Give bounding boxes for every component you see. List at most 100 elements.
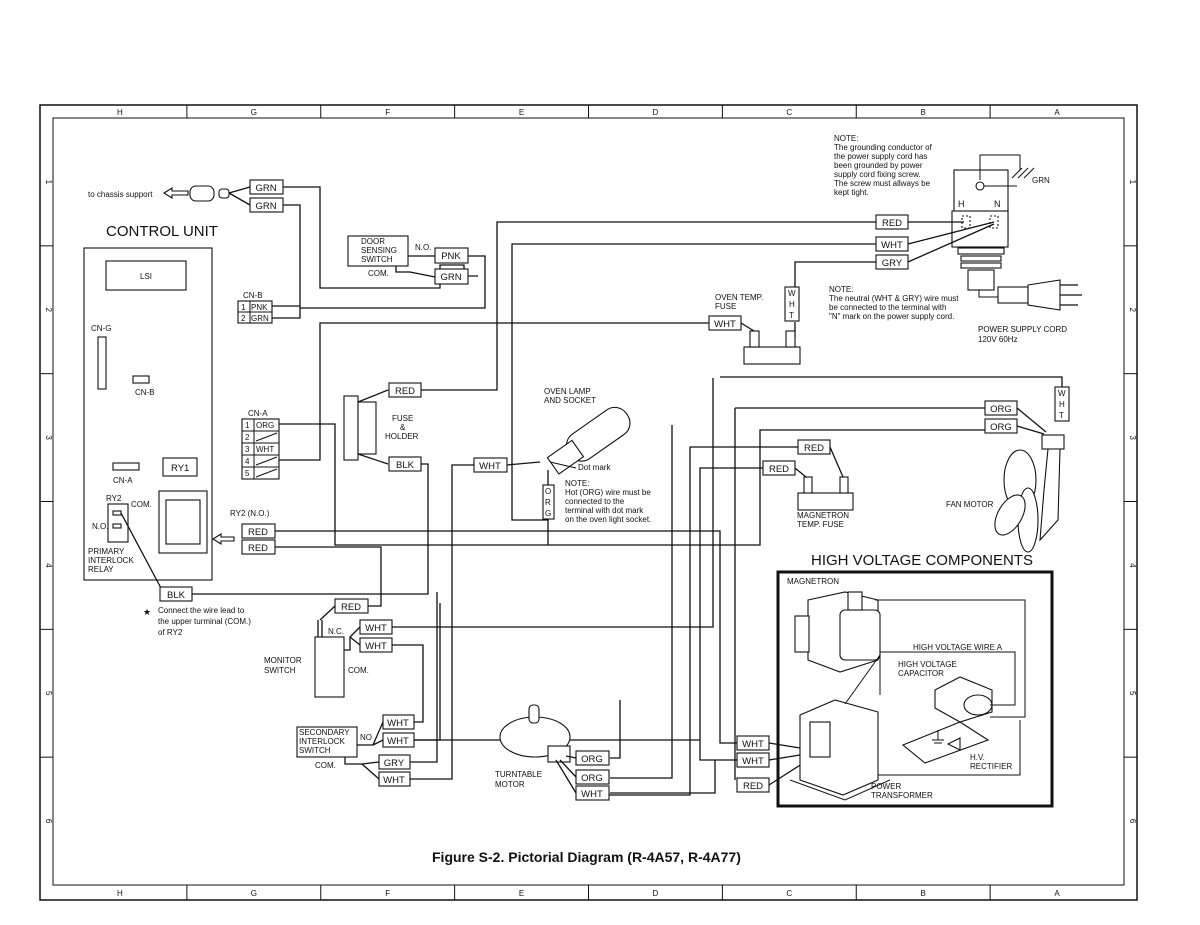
power-cord-label: POWER SUPPLY CORD xyxy=(978,325,1067,334)
rectifier-label: H.V. xyxy=(970,753,985,762)
arrow-left-icon xyxy=(211,533,235,545)
ry2-no-label: RY2 (N.O.) xyxy=(230,509,270,518)
capacitor-label: HIGH VOLTAGE xyxy=(898,660,957,669)
row-label: 1 xyxy=(1128,180,1137,185)
row-label: 5 xyxy=(44,691,53,696)
high-voltage-box xyxy=(776,570,1054,808)
door-sensing-switch: DOOR SENSING SWITCH N.O. COM. PNK GRN xyxy=(347,235,469,285)
control-unit: CONTROL UNIT LSI CN-G CN-B CN-A RY1 RY2 … xyxy=(83,223,218,591)
note-line: supply cord fixing screw. xyxy=(834,170,921,179)
note-line: connected to the xyxy=(565,497,625,506)
wire-label: WHT xyxy=(581,789,603,800)
blk-wire-tag: BLK xyxy=(159,586,193,602)
switch-label: MONITOR xyxy=(264,656,302,665)
column-label: H xyxy=(117,108,123,117)
wire-label: RED xyxy=(248,527,268,538)
cn-a-connector xyxy=(112,462,140,471)
row-label: 6 xyxy=(1128,819,1137,824)
column-label: G xyxy=(251,889,257,898)
rectifier-label: RECTIFIER xyxy=(970,762,1012,771)
switch-label: DOOR xyxy=(361,237,385,246)
column-label: B xyxy=(921,108,926,117)
wire-label: RED xyxy=(743,781,763,792)
wire-label: WHT xyxy=(365,623,387,634)
column-label: H xyxy=(117,889,123,898)
plug-icon xyxy=(1027,279,1061,311)
cn-a-terminal: CN-A 1 ORG 2 3 WHT 4 5 xyxy=(241,409,280,480)
ground-connector xyxy=(189,185,215,202)
lamp-label: OVEN LAMP xyxy=(544,387,591,396)
wire-label: GRY xyxy=(384,758,405,769)
fan-blade xyxy=(994,494,1026,536)
wire-label: PNK xyxy=(441,251,461,262)
cn-g-connector xyxy=(97,336,107,390)
nc-label: N.C. xyxy=(328,627,344,636)
note-line: of RY2 xyxy=(158,628,183,637)
column-label: F xyxy=(385,889,390,898)
switch-label: SENSING xyxy=(361,246,397,255)
turntable-label: MOTOR xyxy=(495,780,525,789)
wire-label: ORG xyxy=(581,754,603,765)
transformer-label: POWER xyxy=(871,782,901,791)
ry2-com-label: COM. xyxy=(131,500,152,509)
oven-lamp-socket: OVEN LAMP AND SOCKET Dot mark WHT O R G … xyxy=(473,387,651,545)
wire-label: RED xyxy=(248,543,268,554)
arrow-left-icon xyxy=(162,187,189,199)
pin-wire: WHT xyxy=(256,445,274,454)
primary-relay-label: INTERLOCK xyxy=(88,556,134,565)
primary-relay-label: RELAY xyxy=(88,565,114,574)
wire-letter: W xyxy=(788,289,796,298)
note-line: Hot (ORG) wire must be xyxy=(565,488,651,497)
wire-routing xyxy=(192,186,1063,796)
row-label: 4 xyxy=(1128,563,1137,568)
row-label: 4 xyxy=(44,563,53,568)
chassis-ground: to chassis support GRN GRN xyxy=(88,179,284,213)
magnetron-temp-fuse: RED RED MAGNETRON TEMP. FUSE xyxy=(762,439,854,529)
column-label: E xyxy=(519,108,524,117)
dot-mark-label: Dot mark xyxy=(578,463,611,472)
magnetron-label: MAGNETRON xyxy=(787,577,839,586)
wire-letter: T xyxy=(1059,411,1064,420)
power-cord-rating: 120V 60Hz xyxy=(978,335,1018,344)
ry2-label: RY2 xyxy=(106,494,122,503)
note-line: The screw must allways be xyxy=(834,179,931,188)
row-label: 1 xyxy=(44,180,53,185)
row-label: 5 xyxy=(1128,691,1137,696)
wire-letter: H xyxy=(1059,400,1065,409)
wire-label: GRN xyxy=(440,272,461,283)
figure-caption: Figure S-2. Pictorial Diagram (R-4A57, R… xyxy=(432,849,741,865)
wire-label: RED xyxy=(395,386,415,397)
wire-label: BLK xyxy=(167,590,186,601)
wire-letter: O xyxy=(545,487,551,496)
column-label: D xyxy=(653,108,659,117)
wire-label: WHT xyxy=(365,641,387,652)
chassis-support-label: to chassis support xyxy=(88,190,153,199)
ry2-no-label: N.O. xyxy=(92,522,108,531)
wire-tag-grn xyxy=(249,197,284,213)
note-line: The grounding conductor of xyxy=(834,143,933,152)
wire-label: RED xyxy=(341,602,361,613)
hv-rectifier xyxy=(901,721,990,764)
transformer-label: TRANSFORMER xyxy=(871,791,933,800)
control-unit-title: CONTROL UNIT xyxy=(106,223,218,240)
switch-label: SECONDARY xyxy=(299,728,350,737)
column-label: C xyxy=(786,889,792,898)
star-note: ★ Connect the wire lead to the upper tur… xyxy=(143,606,251,637)
wire-label: RED xyxy=(882,218,902,229)
oven-temp-fuse: OVEN TEMP. FUSE WHT W H T xyxy=(708,286,801,365)
switch-label: SWITCH xyxy=(361,255,393,264)
wire-letter: W xyxy=(1058,389,1066,398)
cn-g-label: CN-G xyxy=(91,324,111,333)
lamp-label: AND SOCKET xyxy=(544,396,596,405)
note-line: "N" mark on the power supply cord. xyxy=(829,312,954,321)
wire-label: GRN xyxy=(255,183,276,194)
wire-label: ORG xyxy=(581,773,603,784)
note-line: be connected to the terminal with xyxy=(829,303,946,312)
com-label: COM. xyxy=(348,666,369,675)
diode-icon xyxy=(946,737,961,751)
hot-terminal-label: H xyxy=(958,199,965,209)
